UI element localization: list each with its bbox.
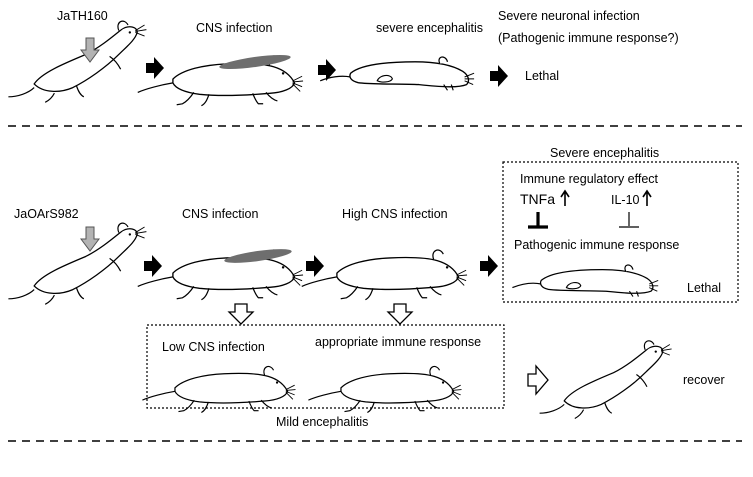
severe-encephalitis-box xyxy=(502,161,739,303)
row1-mouse-rearing xyxy=(7,20,148,103)
row1-mouse-sick xyxy=(319,56,475,91)
recovered-mouse xyxy=(538,340,673,420)
row1-stage1-label: CNS infection xyxy=(196,21,273,35)
recover-label: recover xyxy=(683,373,725,387)
row1-strain-label: JaTH160 xyxy=(57,9,108,23)
recover-arrow xyxy=(527,364,549,396)
tnfa-up-arrow xyxy=(560,189,570,206)
row1-arrow-1 xyxy=(146,57,164,79)
row1-inoculation-arrow xyxy=(80,37,100,63)
il10-label: IL-10 xyxy=(611,193,640,207)
mild-box-right-label: appropriate immune response xyxy=(315,335,482,349)
mild-box-mouse-immune xyxy=(307,365,463,414)
row2-strain-label: JaOArS982 xyxy=(14,207,79,221)
row2-inoculation-arrow xyxy=(80,226,100,252)
down-arrow-1 xyxy=(228,303,254,325)
row2-stage2-label: High CNS infection xyxy=(342,207,448,221)
row2-brain-infection-mark xyxy=(224,249,292,263)
il10-up-arrow xyxy=(642,189,652,206)
severe-box-title: Severe encephalitis xyxy=(550,146,660,160)
row1-mouse-cns-infection xyxy=(137,55,304,107)
row1-stage2-label: severe encephalitis xyxy=(376,21,484,35)
tnfa-label: TNFa xyxy=(520,191,555,207)
severe-box-response-label: Pathogenic immune response xyxy=(514,238,680,252)
row2-arrow-2 xyxy=(306,255,324,277)
tnfa-inhibition-bar xyxy=(528,212,548,229)
il10-inhibition-bar xyxy=(619,212,639,228)
row2-mouse-high-infection xyxy=(301,249,468,301)
row1-brain-infection-mark xyxy=(219,54,291,70)
mild-box-caption: Mild encephalitis xyxy=(276,415,369,429)
row2-stage1-label: CNS infection xyxy=(182,207,259,221)
row2-mouse-rearing xyxy=(7,222,148,305)
mild-box-left-label: Low CNS infection xyxy=(162,340,265,354)
severe-box-lethal-label: Lethal xyxy=(687,281,722,295)
row1-outcome-line1: Severe neuronal infection xyxy=(498,9,640,23)
down-arrow-2 xyxy=(387,303,413,325)
mild-box-mouse-low xyxy=(141,365,297,414)
row1-outcome-line2: (Pathogenic immune response?) xyxy=(498,31,679,45)
row1-arrow-3 xyxy=(490,65,508,87)
severe-box-mouse-sick xyxy=(511,264,659,298)
row2-arrow-3 xyxy=(480,255,498,277)
row2-arrow-1 xyxy=(144,255,162,277)
row2-mouse-cns-infection xyxy=(137,249,304,301)
severe-box-effect-label: Immune regulatory effect xyxy=(520,172,659,186)
row1-arrow-2 xyxy=(318,59,336,81)
row1-lethal-label: Lethal xyxy=(525,69,560,83)
